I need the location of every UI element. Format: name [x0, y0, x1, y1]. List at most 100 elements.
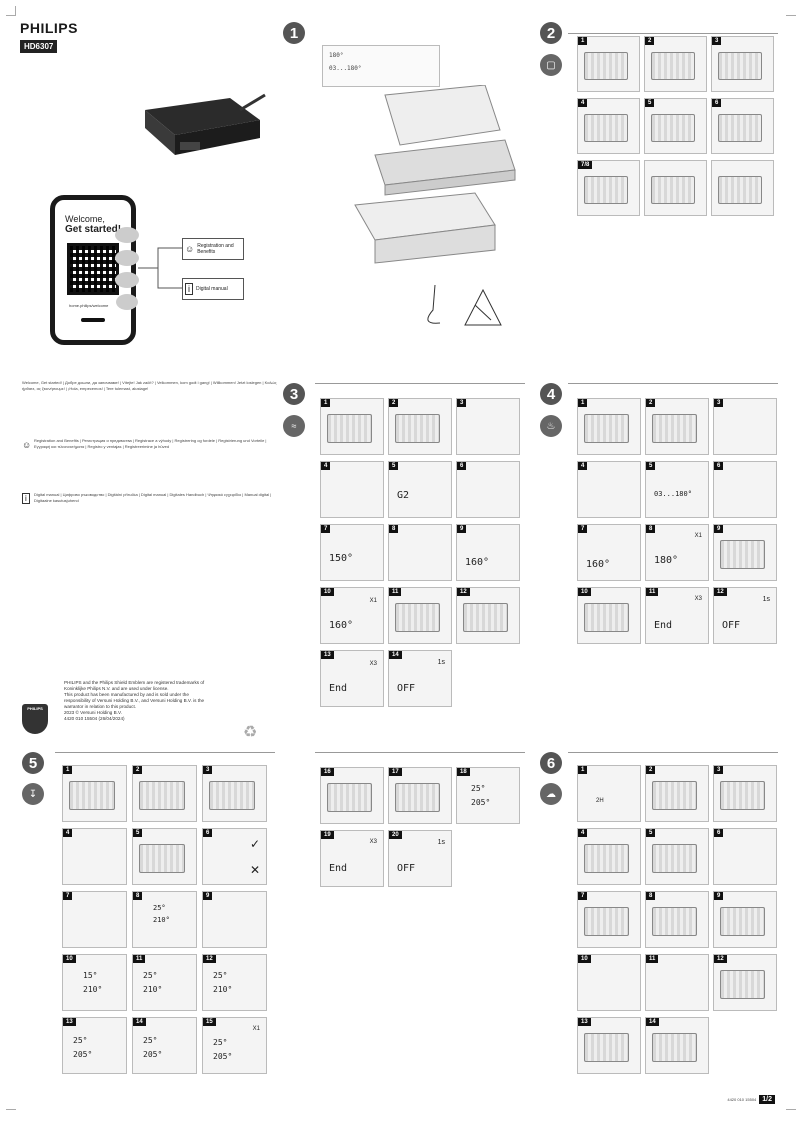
product-image	[145, 93, 266, 155]
step-panel: 4	[577, 461, 641, 518]
tap-water-icon: ☁	[540, 783, 562, 805]
philips-shield-logo: PHILIPS	[22, 704, 48, 734]
display-readout: 25°	[471, 784, 486, 793]
recycle-icon: ♻	[243, 724, 258, 741]
step-panel: 12	[713, 954, 777, 1011]
cleaning-icon: ▢	[540, 54, 562, 76]
section-rule	[315, 383, 525, 384]
step-panel: 6	[456, 461, 520, 518]
registration-label: Registration and Benefits	[197, 243, 234, 255]
step-panel: 6	[711, 98, 774, 154]
display-readout: 25°	[153, 904, 166, 912]
grill-open-illustration	[354, 85, 516, 264]
display-readout: 180°	[654, 555, 679, 566]
display-readout: 25°	[143, 1036, 158, 1045]
display-readout: 25°	[143, 971, 158, 980]
step-panel	[644, 160, 707, 216]
duration-label: 1s	[762, 596, 770, 603]
multiplier-label: X1	[694, 533, 702, 539]
display-readout: 160°	[329, 620, 354, 631]
crop-mark	[6, 6, 16, 16]
display-readout: 210°	[83, 985, 103, 994]
section-number: 5	[22, 752, 44, 774]
registration-translations: Registration and Benefits | Регистрация …	[34, 438, 267, 449]
display-readout: 210°	[143, 985, 163, 994]
multiplier-label: X3	[694, 596, 702, 602]
display-readout: 150°	[329, 553, 354, 564]
panel-readout-1: 180°	[329, 52, 344, 59]
section-rule	[568, 383, 778, 384]
info-icon: i	[22, 493, 30, 504]
cross-icon: ✕	[249, 863, 260, 877]
manual-label: Digital manual	[196, 286, 228, 292]
step-panel: 12	[456, 587, 520, 644]
display-readout: 160°	[586, 559, 611, 570]
duration-label: 2H	[596, 798, 604, 804]
probe-and-icon	[427, 285, 502, 326]
step-panel: 3	[711, 36, 774, 92]
home-bar	[81, 318, 105, 322]
check-icon: ✓	[249, 837, 260, 851]
brand-block: PHILIPS HD6307	[20, 20, 78, 54]
step-panel: 8	[388, 524, 452, 581]
section2-grid: 1 2 3 4 5 6 7/8	[577, 36, 778, 220]
section-rule	[315, 752, 525, 753]
step-panel: 1	[320, 398, 384, 455]
manual-link[interactable]: i Digital manual	[182, 278, 244, 300]
step-panel: 6	[713, 461, 777, 518]
step-panel: 7	[577, 891, 641, 948]
phone-url[interactable]: home.philips/welcome	[69, 303, 109, 308]
crop-mark	[786, 1109, 796, 1119]
step-panel: 13	[577, 1017, 641, 1074]
panel-readout-2: 03...180°	[329, 65, 362, 72]
document-code: 4420 010 15504	[727, 1097, 757, 1102]
step-panel: 2	[132, 765, 197, 822]
step-panel: 2	[388, 398, 452, 455]
brand-name: PHILIPS	[20, 20, 78, 36]
welcome-translations: Welcome, Get started! | Добре дошли, да …	[22, 380, 277, 391]
step-panel: 7/8	[577, 160, 640, 216]
display-readout: OFF	[397, 863, 416, 874]
step-panel: 2	[645, 765, 709, 822]
manual-translations: Digital manual | Цифрово ръководство | D…	[34, 492, 272, 503]
display-readout: 25°	[213, 971, 228, 980]
display-readout: End	[329, 863, 348, 874]
multiplier-label: X1	[369, 598, 377, 604]
multiplier-label: X3	[369, 661, 377, 667]
step-panel	[711, 160, 774, 216]
step-panel: 9	[202, 891, 267, 948]
step-panel: 10	[577, 587, 641, 644]
duration-label: 1s	[437, 659, 445, 666]
qr-code-icon[interactable]	[67, 243, 119, 295]
footer: 4420 010 15504 1/2	[727, 1095, 775, 1104]
step-panel: 1	[62, 765, 127, 822]
step-panel: 9	[713, 524, 777, 581]
display-readout: 25°	[213, 1038, 228, 1047]
flame-icon: ♨	[540, 415, 562, 437]
display-readout: 205°	[213, 1052, 233, 1061]
display-readout: 160°	[465, 557, 490, 568]
display-readout: OFF	[397, 683, 416, 694]
section-rule	[568, 752, 778, 753]
registration-link[interactable]: ☺ Registration and Benefits	[182, 238, 244, 260]
person-icon: ☺	[22, 440, 32, 450]
display-readout: 205°	[73, 1050, 93, 1059]
step-panel: 3	[456, 398, 520, 455]
crop-mark	[6, 1109, 16, 1119]
crop-mark	[6, 6, 16, 16]
step-panel: 1	[577, 36, 640, 92]
step-panel: 5	[645, 828, 709, 885]
multiplier-label: X3	[369, 839, 377, 845]
